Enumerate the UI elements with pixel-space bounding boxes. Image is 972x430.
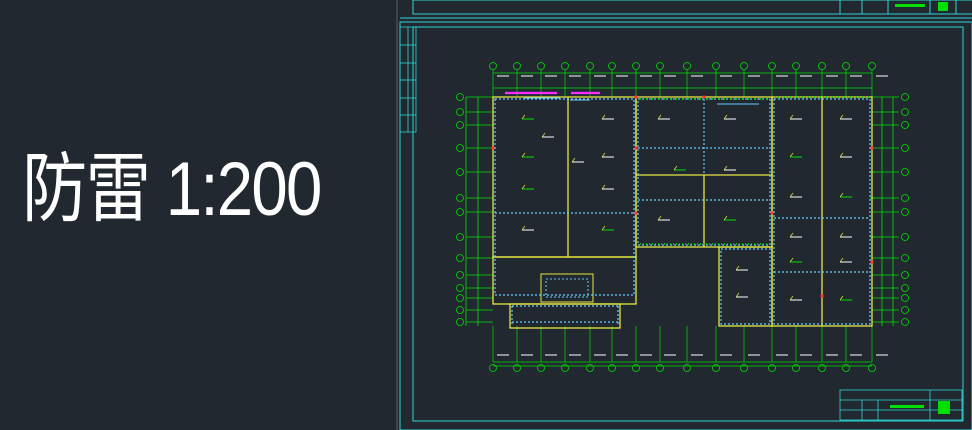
grid-axis-bubble-icon [792,364,800,372]
grid-axis-bubble-icon [768,62,776,70]
grid-axis-bubble-icon [712,62,720,70]
courtyard-feature [540,273,594,303]
grid-axis-bubble-icon [901,294,909,302]
grid-axis-bubble-icon [901,254,909,262]
grid-axis-bubble-icon [456,318,464,326]
grid-axis-bubble-icon [608,62,616,70]
grid-axis-bubble-icon [792,62,800,70]
grid-axis-bubble-icon [901,121,909,129]
grid-axis-bubble-icon [901,144,909,152]
grid-axis-bubble-icon [456,108,464,116]
grid-axis-bubble-icon [537,62,545,70]
upper-title-bar [895,4,925,7]
grid-axis-bubble-icon [740,364,748,372]
grid-axis-bubble-icon [456,121,464,129]
grid-axis-bubble-icon [456,208,464,216]
grid-axis-bubble-icon [456,306,464,314]
lightning-conductors [494,98,871,326]
grid-axis-bubble-icon [513,62,521,70]
grid-axis-bubble-icon [868,62,876,70]
grid-axis-bubble-icon [901,93,909,101]
grid-axis-bubble-icon [901,108,909,116]
grid-axis-bubble-icon [868,364,876,372]
grid-axis-bubble-icon [537,364,545,372]
grid-axis-bubble-icon [901,194,909,202]
grid-axis-bubble-icon [632,62,640,70]
grid-axis-bubble-icon [740,62,748,70]
drawing-title: 防雷 1:200 [22,147,322,232]
binding-strip [399,26,417,133]
grid-axis-bubble-icon [632,364,640,372]
grid-axis-bubble-icon [489,62,497,70]
grid-axis-bubble-icon [683,62,691,70]
grid-axis-bubble-icon [456,233,464,241]
grid-axis-bubble-icon [456,194,464,202]
grid-axis-bubble-icon [683,364,691,372]
grid-axis-bubble-icon [901,318,909,326]
grid-axis-bubble-icon [513,364,521,372]
grid-axis-bubble-icon [656,62,664,70]
grid-axis-bubble-icon [456,93,464,101]
grid-axis-bubble-icon [901,208,909,216]
grid-axis-bubble-icon [901,233,909,241]
grid-axis-bubble-icon [489,364,497,372]
grid-axis-bubble-icon [712,364,720,372]
sheet-frame [399,21,972,430]
roof-labels [521,114,852,301]
edge-marks [640,96,870,245]
grid-axis-bubble-icon [586,62,594,70]
grid-axis-bubble-icon [456,168,464,176]
title-block-bar [890,405,924,408]
grid-axis-bubble-icon [456,271,464,279]
upper-sheet-frame [400,0,972,19]
grid-axis-bubble-icon [586,364,594,372]
building-walls [492,96,873,329]
grid-axis-bubble-icon [842,62,850,70]
grid-axis-bubble-icon [901,284,909,292]
grid-axis-bubble-icon [818,62,826,70]
grid-axis-bubble-icon [561,62,569,70]
grid-axis-bubble-icon [456,254,464,262]
grid-axis-bubble-icon [456,294,464,302]
grid-axis-bubble-icon [768,364,776,372]
grid-axis-bubble-icon [901,306,909,314]
grid-axis-bubble-icon [656,364,664,372]
grid-axis-bubble-icon [561,364,569,372]
grid-axis-bubble-icon [456,144,464,152]
grid-axis-bubble-icon [608,364,616,372]
grid-axis-bubble-icon [901,271,909,279]
grid-axis-bubble-icon [842,364,850,372]
red-marks [491,95,874,298]
grid-axis-bubble-icon [456,284,464,292]
grid-axis-bubble-icon [901,168,909,176]
grid-axes [456,62,909,372]
grid-axis-bubble-icon [818,364,826,372]
